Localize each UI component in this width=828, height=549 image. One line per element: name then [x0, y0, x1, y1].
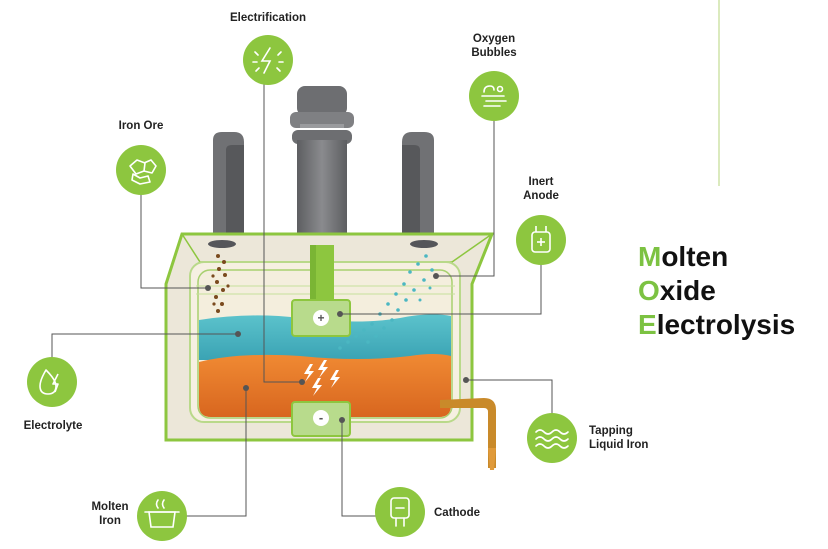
label-tapping-liquid-iron: Tapping Liquid Iron: [589, 424, 679, 452]
title-rest-oxide: xide: [659, 275, 716, 306]
title-initial-m: M: [638, 241, 662, 272]
label-tapping-line2: Liquid Iron: [589, 439, 649, 451]
connector-lines: [51, 83, 553, 517]
title-initial-o: O: [638, 275, 660, 306]
diagram-title: Molten Oxide Electrolysis: [638, 240, 795, 342]
oxygen-bubbles-icon: [469, 71, 519, 121]
label-electrification-text: Electrification: [229, 12, 307, 24]
label-cathode: Cathode: [434, 506, 514, 520]
label-molten-line1: Molten: [91, 501, 129, 513]
label-electrification: Electrification: [218, 11, 318, 25]
label-iron-ore-text: Iron Ore: [118, 120, 164, 132]
iron-ore-icon: [116, 145, 166, 195]
furnace: + -: [164, 232, 496, 470]
electrolyte-icon: [27, 357, 77, 407]
label-oxygen-line2: Bubbles: [471, 47, 517, 59]
electrode-columns: [213, 86, 434, 238]
title-rest-electrolysis: lectrolysis: [656, 309, 796, 340]
inert-anode-icon: [516, 215, 566, 265]
label-cathode-text: Cathode: [434, 507, 480, 519]
oxygen-bubbles: [338, 254, 434, 350]
electrolyte-layer: [199, 314, 451, 360]
title-line-oxide: Oxide: [638, 274, 795, 308]
label-molten-line2: Iron: [99, 515, 121, 527]
label-tapping-line1: Tapping: [589, 425, 633, 437]
label-oxygen-bubbles: Oxygen Bubbles: [454, 32, 534, 60]
electrification-icon: [243, 35, 293, 85]
cathode-icon: [375, 487, 425, 537]
title-rest-molten: olten: [661, 241, 729, 272]
title-initial-e: E: [638, 309, 657, 340]
label-electrolyte-text: Electrolyte: [23, 420, 83, 432]
iron-ore-particles: [211, 254, 230, 313]
title-line-electrolysis: Electrolysis: [638, 308, 795, 342]
molten-iron-layer: [199, 354, 451, 417]
molten-iron-icon: [137, 491, 187, 541]
label-electrolyte: Electrolyte: [8, 419, 98, 433]
label-inert-line2: Anode: [523, 190, 559, 202]
anode-plus-symbol: +: [317, 311, 324, 325]
label-oxygen-line1: Oxygen: [472, 33, 516, 45]
tapping-liquid-iron-icon: [527, 413, 577, 463]
cathode-minus-symbol: -: [319, 410, 323, 425]
connector-dots: [205, 273, 469, 423]
label-inert-line1: Inert: [528, 176, 554, 188]
title-line-molten: Molten: [638, 240, 795, 274]
label-inert-anode: Inert Anode: [506, 175, 576, 203]
label-iron-ore: Iron Ore: [101, 119, 181, 133]
label-molten-iron: Molten Iron: [80, 500, 140, 528]
electric-sparks: [304, 360, 340, 396]
